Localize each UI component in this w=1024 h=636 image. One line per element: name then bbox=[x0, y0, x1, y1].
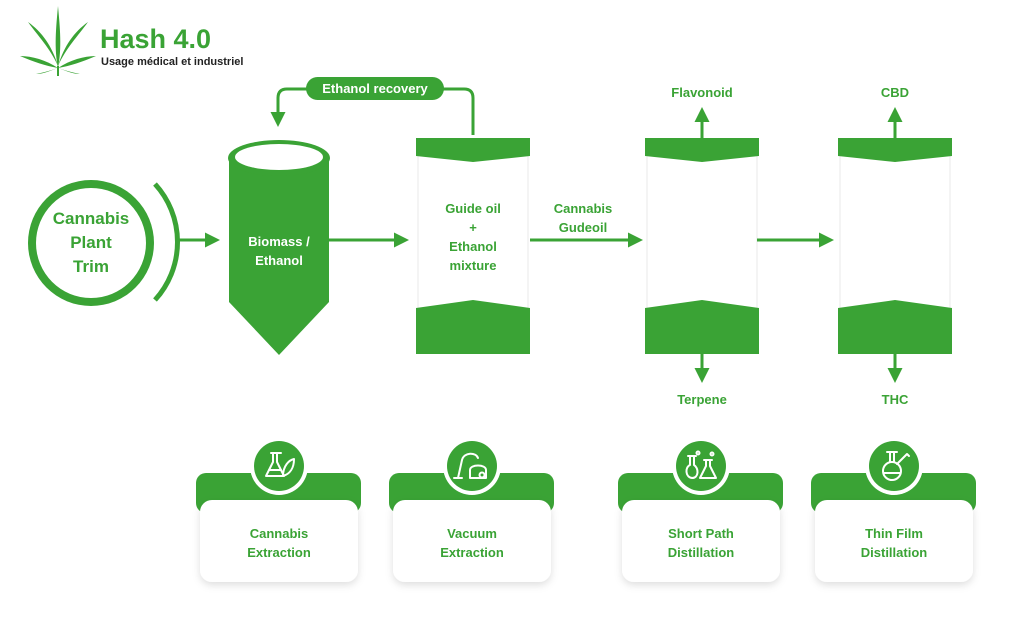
output-thc: THC bbox=[881, 392, 909, 407]
cannabis-leaf-icon bbox=[20, 6, 96, 76]
flow-arrows bbox=[179, 107, 903, 383]
biomass-tank bbox=[228, 140, 330, 355]
mixture-label: Guide oil + Ethanol mixture bbox=[445, 201, 501, 273]
thin-film-column bbox=[838, 138, 952, 354]
stage-label-thin-film-distillation: Thin Film Distillation bbox=[860, 526, 928, 560]
ethanol-recovery-label: Ethanol recovery bbox=[322, 81, 428, 96]
ethanol-recovery-loop bbox=[270, 77, 475, 135]
gudeoil-label: Cannabis Gudeoil bbox=[553, 201, 613, 235]
flask-leaf-icon bbox=[265, 452, 295, 477]
output-terpene: Terpene bbox=[677, 392, 727, 407]
vacuum-cleaner-icon bbox=[453, 452, 487, 479]
short-path-column bbox=[645, 138, 759, 354]
lab-flasks-icon bbox=[685, 450, 717, 479]
output-cbd: CBD bbox=[880, 85, 910, 100]
stage-card bbox=[811, 437, 976, 582]
brand-title: Hash 4.0 bbox=[100, 24, 212, 54]
source-node bbox=[28, 180, 180, 306]
mixture-column bbox=[416, 138, 530, 354]
stage-label-short-path-distillation: Short Path Distillation bbox=[667, 526, 735, 560]
output-flavonoid: Flavonoid bbox=[671, 85, 733, 100]
stage-label-vacuum-extraction: Vacuum Extraction bbox=[440, 526, 504, 560]
recovery-pill bbox=[306, 77, 444, 100]
round-flask-icon bbox=[882, 451, 910, 481]
stage-card bbox=[618, 437, 783, 582]
biomass-label: Biomass / Ethanol bbox=[248, 234, 310, 268]
source-label: Cannabis Plant Trim bbox=[52, 209, 130, 276]
stage-label-cannabis-extraction: Cannabis Extraction bbox=[247, 526, 311, 560]
brand-subtitle: Usage médical et industriel bbox=[101, 56, 244, 68]
